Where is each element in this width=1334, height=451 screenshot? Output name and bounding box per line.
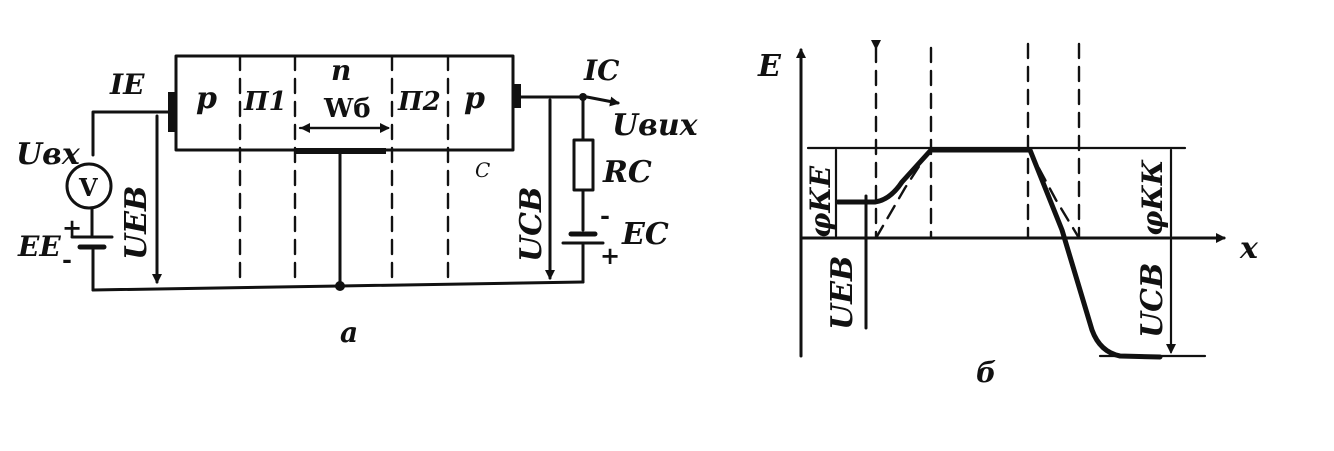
equilibrium-curve-right xyxy=(1026,146,1081,240)
collector-mark: C xyxy=(475,158,490,182)
emitter-source-label: EE xyxy=(17,230,61,263)
collector-source-label: EC xyxy=(621,217,669,252)
equilibrium-curve-left xyxy=(874,146,933,240)
region-p-emitter: p xyxy=(196,81,217,116)
biased-band-curve xyxy=(835,147,1163,360)
region-n-label: n xyxy=(331,54,351,87)
collector-wire xyxy=(519,95,585,142)
emitter-current-label: IE xyxy=(109,68,145,101)
ground-wire-left xyxy=(91,284,342,292)
transistor-circuit xyxy=(65,54,620,292)
caption-b: б xyxy=(976,356,996,389)
voltmeter xyxy=(65,162,113,210)
output-arrow xyxy=(585,95,620,107)
region-p2-label: П2 xyxy=(397,87,441,117)
resistor-rc xyxy=(572,138,595,192)
collector-current-label: IC xyxy=(583,54,620,87)
region-p1-label: П1 xyxy=(243,87,287,117)
input-voltage-label: Uвх xyxy=(16,137,81,172)
collector-source-plus: + xyxy=(600,241,620,270)
caption-a: а xyxy=(340,316,358,349)
voltmeter-symbol: V xyxy=(78,173,98,202)
phi-ke-label: φКЕ xyxy=(804,165,837,238)
ucb-label: UCB xyxy=(514,187,549,262)
emitter-source-minus: - xyxy=(62,245,72,274)
energy-diagram xyxy=(796,40,1226,360)
ueb-energy-label: UEB xyxy=(825,256,860,330)
emitter-contact xyxy=(168,92,176,132)
resistor-label: RC xyxy=(602,155,652,190)
collector-source-minus: - xyxy=(600,201,610,230)
ground-wire-right xyxy=(338,280,585,288)
collector-contact xyxy=(513,84,521,108)
base-width-label: Wб xyxy=(323,94,371,124)
emitter-wire xyxy=(91,110,170,157)
ueb-label: UEB xyxy=(119,186,154,260)
x-axis-label: x xyxy=(1239,231,1259,266)
ucb-energy-label: UCB xyxy=(1135,263,1170,338)
energy-axis-label: E xyxy=(757,49,782,84)
emitter-source-plus: + xyxy=(62,213,82,242)
output-voltage-label: Uвих xyxy=(612,108,699,143)
phi-kk-label: φКК xyxy=(1136,159,1169,236)
region-p-collector: p xyxy=(464,81,485,116)
